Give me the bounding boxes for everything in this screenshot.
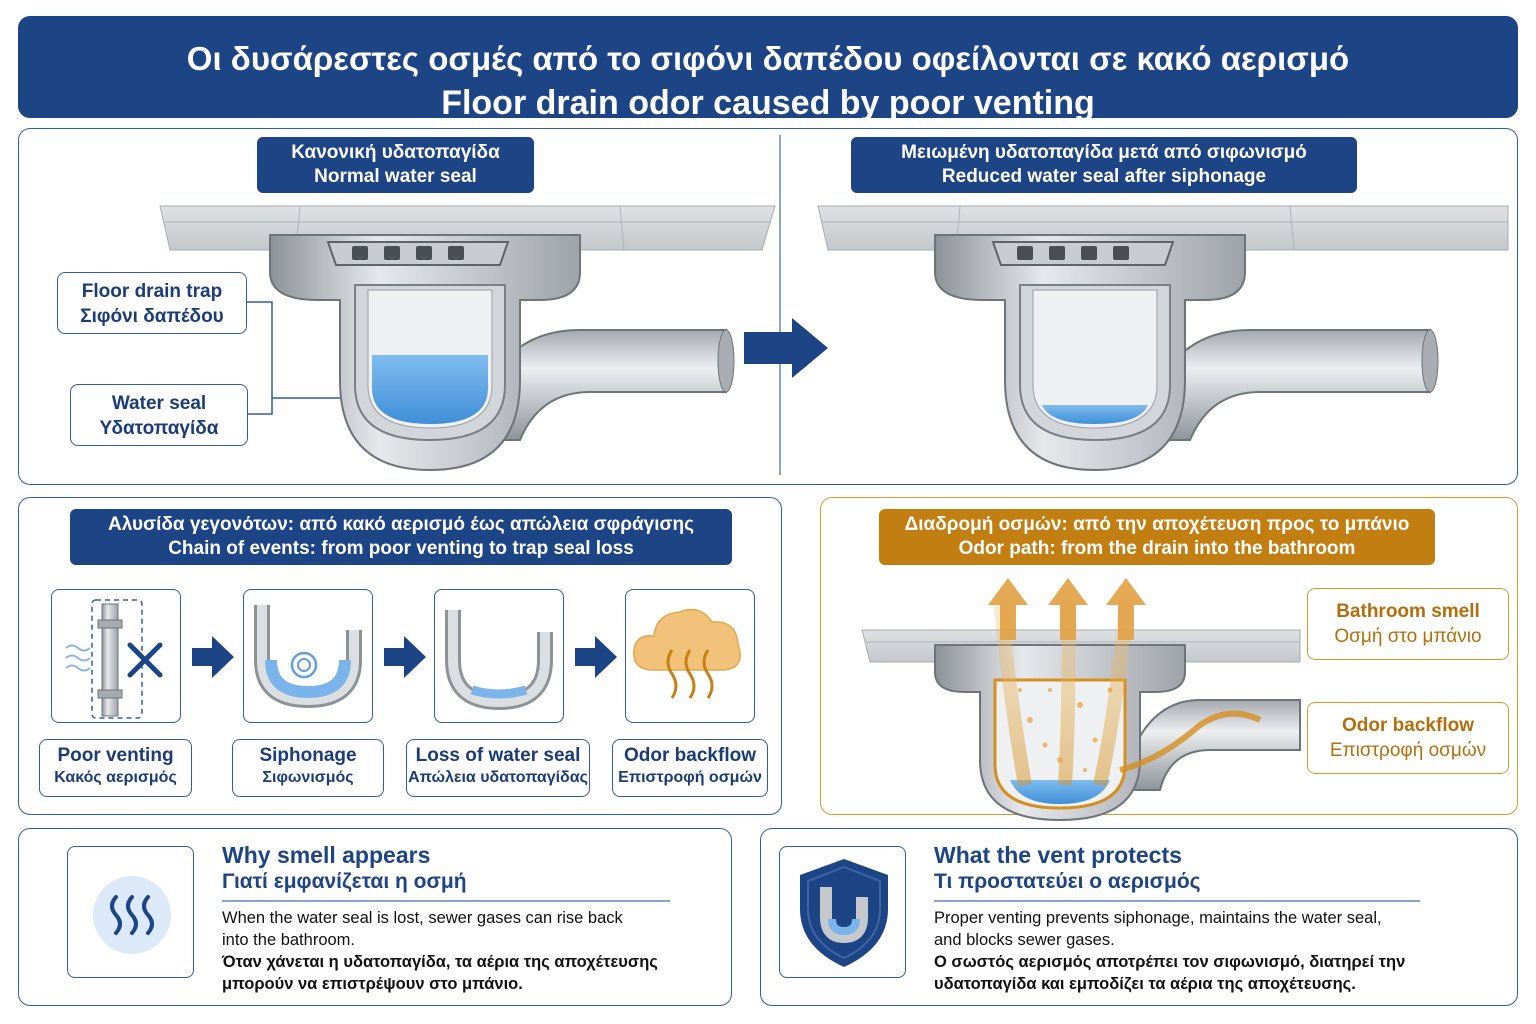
step-4-english: Odor backflow — [624, 745, 756, 766]
vent-title-english: What the vent protects — [934, 842, 1182, 868]
smell-label-greek: Οσμή στο μπάνιο — [1334, 626, 1482, 647]
chain-arrow-3 — [575, 636, 617, 678]
vent-body: Proper venting prevents siphonage, maint… — [934, 907, 1504, 995]
odor-title-greek: Διαδρομή οσμών: από την αποχέτευση προς … — [904, 514, 1410, 535]
step-3-greek: Απώλεια υδατοπαγίδας — [408, 769, 588, 786]
step-2-english: Siphonage — [259, 745, 357, 766]
normal-seal-tag: Κανονική υδατοπαγίδα Normal water seal — [257, 137, 534, 193]
backflow-label-greek: Επιστροφή οσμών — [1329, 740, 1487, 761]
backflow-label-english: Odor backflow — [1342, 715, 1474, 736]
why-body-gr-line1: Όταν χάνεται η υδατοπαγίδα, τα αέρια της… — [222, 953, 658, 971]
odor-title-english: Odor path: from the drain into the bathr… — [958, 538, 1356, 559]
title-english: Floor drain odor caused by poor venting — [441, 84, 1095, 122]
low-water-trap-icon — [445, 610, 553, 711]
vent-icon-box — [779, 846, 906, 978]
why-body-en-line1: When the water seal is lost, sewer gases… — [222, 909, 623, 927]
vent-body-gr-line1: Ο σωστός αερισμός αποτρέπει τον σιφωνισμ… — [934, 953, 1406, 971]
odor-path-title-tag: Διαδρομή οσμών: από την αποχέτευση προς … — [879, 509, 1435, 565]
vent-body-gr-line2: υδατοπαγίδα και εμποδίζει τα αέρια της α… — [934, 975, 1356, 993]
step-4-greek: Επιστροφή οσμών — [618, 769, 762, 786]
title-banner: Οι δυσάρεστες οσμές από το σιφόνι δαπέδο… — [18, 16, 1518, 122]
step-1-greek: Κακός αερισμός — [54, 769, 177, 786]
siphon-icon — [254, 605, 362, 709]
why-divider — [222, 900, 670, 902]
bathroom-smell-callout: Bathroom smell Οσμή στο μπάνιο — [1307, 588, 1509, 660]
step-label-siphonage: Siphonage Σιφωνισμός — [232, 739, 384, 797]
normal-seal-greek: Κανονική υδατοπαγίδα — [291, 142, 500, 163]
step-3-english: Loss of water seal — [415, 745, 581, 766]
smell-label-english: Bathroom smell — [1336, 601, 1480, 622]
vent-divider — [934, 900, 1420, 902]
step-1-english: Poor venting — [57, 745, 174, 766]
shield-trap-icon — [800, 859, 888, 967]
chain-arrow-1 — [192, 636, 234, 678]
why-body: When the water seal is lost, sewer gases… — [222, 907, 722, 995]
step-label-loss-of-seal: Loss of water seal Απώλεια υδατοπαγίδας — [406, 739, 590, 797]
water-seal-callout: Water seal Υδατοπαγίδα — [70, 384, 248, 446]
chain-title-greek: Αλυσίδα γεγονότων: από κακό αερισμό έως … — [108, 514, 694, 535]
odor-backflow-callout: Odor backflow Επιστροφή οσμών — [1307, 702, 1509, 774]
chain-title-tag: Αλυσίδα γεγονότων: από κακό αερισμό έως … — [70, 509, 732, 565]
reduced-seal-tag: Μειωμένη υδατοπαγίδα μετά από σιφωνισμό … — [851, 137, 1357, 193]
chain-title-english: Chain of events: from poor venting to tr… — [168, 538, 634, 559]
vent-body-en-line2: and blocks sewer gases. — [934, 931, 1115, 949]
why-title-english: Why smell appears — [222, 842, 431, 868]
seal-label-english: Water seal — [111, 393, 207, 414]
title-greek: Οι δυσάρεστες οσμές από το σιφόνι δαπέδο… — [186, 40, 1350, 77]
vent-body-en-line1: Proper venting prevents siphonage, maint… — [934, 909, 1382, 927]
why-body-en-line2: into the bathroom. — [222, 931, 355, 949]
panel-divider — [779, 135, 781, 475]
step-label-poor-venting: Poor venting Κακός αερισμός — [39, 739, 192, 797]
why-body-gr-line2: μπορούν να επιστρέψουν στο μπάνιο. — [222, 975, 523, 993]
seal-label-greek: Υδατοπαγίδα — [99, 418, 219, 439]
odor-cloud-icon — [633, 608, 741, 699]
why-title-greek: Γιατί εμφανίζεται η οσμή — [222, 870, 467, 893]
trap-label-english: Floor drain trap — [81, 281, 223, 302]
step-label-odor-backflow: Odor backflow Επιστροφή οσμών — [612, 739, 768, 797]
odor-waves-icon — [93, 876, 171, 954]
step-2-greek: Σιφωνισμός — [262, 769, 354, 786]
floor-drain-trap-callout: Floor drain trap Σιφόνι δαπέδου — [57, 272, 247, 334]
normal-seal-english: Normal water seal — [314, 166, 477, 187]
trap-label-greek: Σιφόνι δαπέδου — [80, 306, 224, 327]
vent-title-greek: Τι προστατεύει ο αερισμός — [934, 870, 1201, 893]
blocked-vent-icon — [65, 599, 163, 719]
chain-arrow-2 — [384, 636, 426, 678]
why-icon-box — [67, 846, 194, 978]
reduced-seal-english: Reduced water seal after siphonage — [941, 166, 1267, 187]
reduced-seal-greek: Μειωμένη υδατοπαγίδα μετά από σιφωνισμό — [901, 142, 1307, 163]
